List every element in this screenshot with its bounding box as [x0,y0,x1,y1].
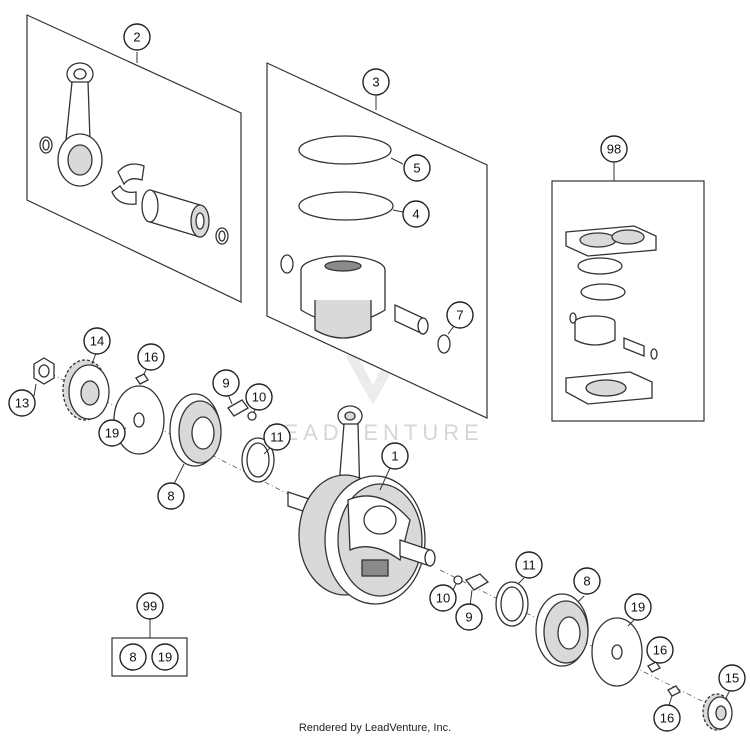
svg-text:19: 19 [631,600,645,615]
crankshaft-part [287,405,436,605]
callout-99-item-19[interactable]: 19 [151,643,179,671]
svg-text:14: 14 [90,334,104,349]
svg-text:5: 5 [413,161,420,176]
main-bearing-left-part [169,393,222,467]
callout-9-right[interactable]: 9 [455,603,483,631]
piston-part [300,255,386,339]
callout-9-left[interactable]: 9 [212,369,240,397]
callout-98[interactable]: 98 [600,135,628,163]
svg-text:10: 10 [252,390,266,405]
callout-4[interactable]: 4 [402,200,430,228]
callout-10-right[interactable]: 10 [429,584,457,612]
callout-99-item-8[interactable]: 8 [119,643,147,671]
svg-text:9: 9 [465,610,472,625]
callout-10-left[interactable]: 10 [245,383,273,411]
svg-text:3: 3 [372,75,379,90]
callout-8-right[interactable]: 8 [573,567,601,595]
svg-text:19: 19 [105,426,119,441]
svg-text:16: 16 [660,711,674,726]
callout-19-right[interactable]: 19 [624,593,652,621]
callout-16-right-lower[interactable]: 16 [653,704,681,732]
callout-13[interactable]: 13 [8,389,36,417]
primary-gear-part [62,359,110,421]
svg-text:8: 8 [129,650,136,665]
callout-11-left[interactable]: 11 [263,423,291,451]
callout-5[interactable]: 5 [403,154,431,182]
svg-text:1: 1 [391,449,398,464]
svg-text:16: 16 [653,643,667,658]
callout-7[interactable]: 7 [446,301,474,329]
svg-text:13: 13 [15,396,29,411]
svg-text:15: 15 [725,671,739,686]
callout-11-right[interactable]: 11 [515,551,543,579]
svg-text:8: 8 [167,489,174,504]
svg-text:11: 11 [270,430,284,445]
connecting-rod-part [57,62,103,187]
callout-19-left[interactable]: 19 [98,419,126,447]
svg-text:98: 98 [607,142,621,157]
callout-1[interactable]: 1 [381,442,409,470]
svg-text:4: 4 [412,207,419,222]
left-crank-side-parts [33,352,301,501]
svg-text:99: 99 [143,599,157,614]
svg-text:19: 19 [158,650,172,665]
svg-text:10: 10 [436,591,450,606]
svg-text:8: 8 [583,574,590,589]
watermark-text: LEADVENTURE [266,420,484,445]
callout-16-left[interactable]: 16 [137,343,165,371]
svg-text:16: 16 [144,350,158,365]
panel-top-end-kit [551,163,705,422]
callout-8-left[interactable]: 8 [157,482,185,510]
footer-credit: Rendered by LeadVenture, Inc. [298,722,452,734]
panel-piston-kit [266,62,488,419]
callout-2[interactable]: 2 [123,23,151,51]
right-crank-side-parts [439,569,733,731]
callout-14[interactable]: 14 [83,327,111,355]
main-bearing-right-part [535,593,589,667]
crank-pin-part [141,189,210,238]
svg-text:2: 2 [133,30,140,45]
piston-ring-top-part [298,135,392,165]
callout-15[interactable]: 15 [718,664,746,692]
panel-connecting-rod-kit [26,14,242,303]
piston-ring-second-part [298,191,394,221]
callout-3[interactable]: 3 [362,68,390,96]
callout-99[interactable]: 99 [136,592,164,620]
svg-text:11: 11 [522,558,536,573]
callout-16-right-upper[interactable]: 16 [646,636,674,664]
svg-text:7: 7 [456,308,463,323]
svg-text:9: 9 [222,376,229,391]
